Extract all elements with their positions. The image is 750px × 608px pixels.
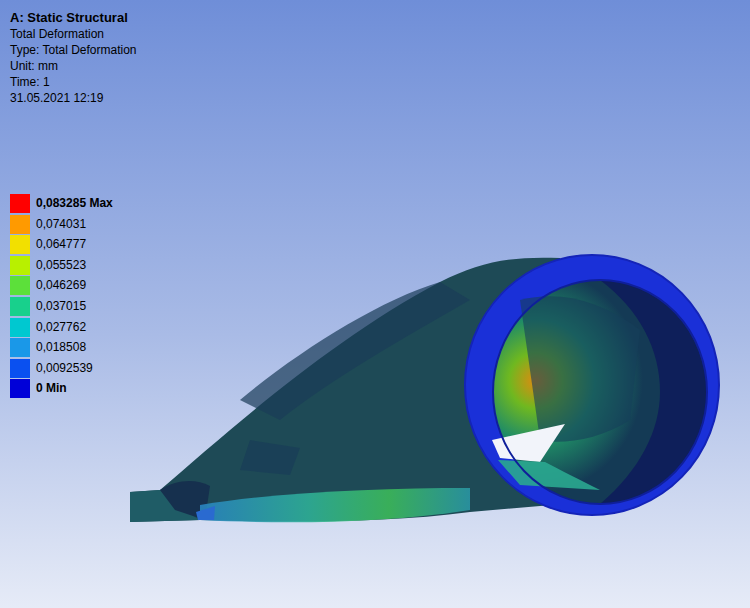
legend-swatch [10, 235, 30, 254]
legend-value: 0,064777 [36, 237, 86, 252]
legend-value: 0,055523 [36, 258, 86, 273]
legend-swatch [10, 215, 30, 234]
legend-swatch [10, 297, 30, 316]
legend-value: 0,074031 [36, 217, 86, 232]
legend-swatch [10, 276, 30, 295]
legend-swatch [10, 338, 30, 357]
analysis-title: A: Static Structural [10, 10, 128, 25]
legend-value: 0 Min [36, 381, 67, 396]
analysis-info: 31.05.2021 12:19 [10, 91, 103, 106]
analysis-info: Type: Total Deformation [10, 43, 137, 58]
analysis-info: Unit: mm [10, 59, 58, 74]
legend-value: 0,027762 [36, 320, 86, 335]
legend-value: 0,018508 [36, 340, 86, 355]
legend-swatch [10, 359, 30, 378]
legend-swatch [10, 318, 30, 337]
legend-swatch [10, 379, 30, 398]
analysis-info: Total Deformation [10, 27, 104, 42]
legend-value: 0,083285 Max [36, 196, 113, 211]
legend-value: 0,037015 [36, 299, 86, 314]
legend-value: 0,046269 [36, 278, 86, 293]
legend-swatch [10, 256, 30, 275]
legend-swatch [10, 194, 30, 213]
legend-value: 0,0092539 [36, 361, 93, 376]
analysis-info: Time: 1 [10, 75, 50, 90]
